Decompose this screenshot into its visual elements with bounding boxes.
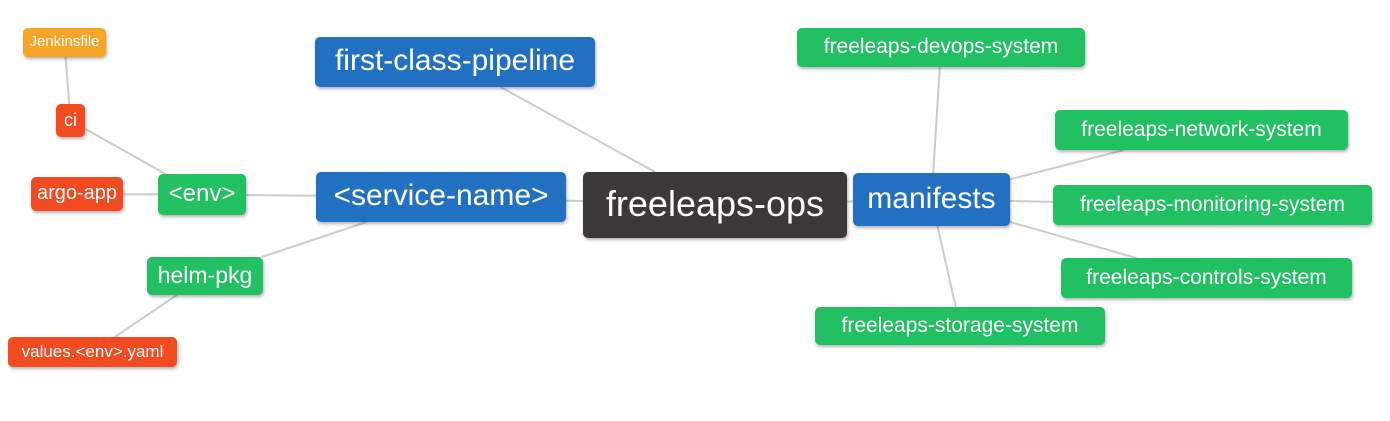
node-label: freeleaps-storage-system [841, 313, 1079, 337]
node-label: freeleaps-devops-system [823, 35, 1059, 58]
node-label: freeleaps-ops [605, 183, 825, 224]
node-env[interactable]: <env> [158, 174, 246, 215]
edge-service-name-freeleaps-ops [565, 199, 584, 203]
node-label: ci [64, 109, 77, 130]
node-ci[interactable]: ci [56, 104, 85, 137]
node-label: freeleaps-network-system [1081, 117, 1322, 141]
node-label: argo-app [36, 182, 118, 204]
edge-jenkinsfile-ci [64, 56, 71, 105]
node-label: freeleaps-monitoring-system [1080, 192, 1345, 216]
node-label: values.<env>.yaml [21, 341, 164, 361]
edge-manifests-freeleaps-storage-system [936, 225, 957, 308]
node-label: <env> [168, 179, 236, 207]
node-label: <service-name> [333, 179, 549, 212]
node-freeleaps-controls-system[interactable]: freeleaps-controls-system [1061, 258, 1352, 298]
edge-values-env-yaml-helm-pkg [114, 294, 178, 338]
node-jenkinsfile[interactable]: Jenkinsfile [23, 28, 106, 57]
node-argo-app[interactable]: argo-app [31, 177, 123, 211]
node-freeleaps-monitoring-system[interactable]: freeleaps-monitoring-system [1053, 185, 1372, 225]
node-service-name[interactable]: <service-name> [316, 172, 566, 222]
edge-helm-pkg-service-name [261, 221, 367, 258]
edge-first-class-pipeline-freeleaps-ops [500, 86, 656, 173]
edge-manifests-freeleaps-devops-system [932, 66, 941, 174]
node-freeleaps-ops[interactable]: freeleaps-ops [583, 172, 847, 238]
node-freeleaps-storage-system[interactable]: freeleaps-storage-system [815, 307, 1105, 345]
edge-manifests-freeleaps-controls-system [1009, 220, 1137, 259]
edge-ci-env [84, 127, 167, 175]
node-label: helm-pkg [157, 261, 253, 288]
edge-env-service-name [245, 194, 317, 197]
node-label: first-class-pipeline [334, 44, 576, 77]
edge-manifests-freeleaps-network-system [1009, 149, 1125, 181]
node-freeleaps-network-system[interactable]: freeleaps-network-system [1055, 110, 1348, 150]
node-manifests[interactable]: manifests [853, 173, 1010, 226]
edge-manifests-freeleaps-monitoring-system [1009, 200, 1054, 203]
node-freeleaps-devops-system[interactable]: freeleaps-devops-system [797, 28, 1085, 67]
node-helm-pkg[interactable]: helm-pkg [147, 257, 263, 295]
node-label: Jenkinsfile [29, 33, 100, 50]
node-first-class-pipeline[interactable]: first-class-pipeline [315, 37, 595, 87]
node-label: freeleaps-controls-system [1086, 265, 1327, 289]
node-values-env-yaml[interactable]: values.<env>.yaml [8, 337, 177, 367]
node-label: manifests [867, 181, 996, 215]
